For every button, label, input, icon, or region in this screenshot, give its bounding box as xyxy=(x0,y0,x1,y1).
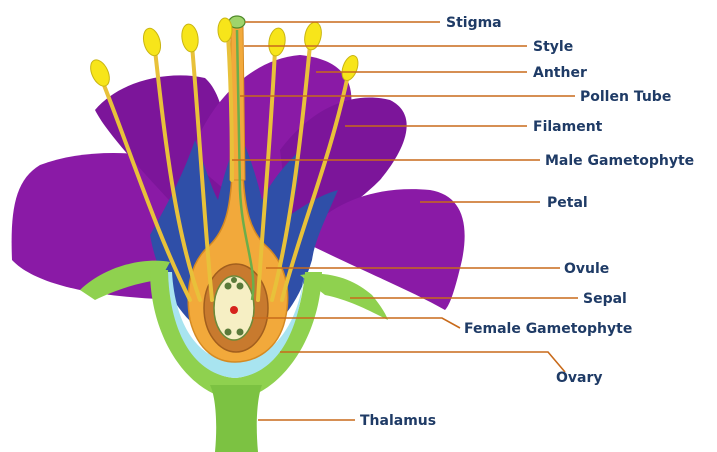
label-female-gametophyte: Female Gametophyte xyxy=(464,321,632,337)
label-ovary: Ovary xyxy=(556,370,603,386)
label-anther: Anther xyxy=(533,65,587,81)
label-style: Style xyxy=(533,39,573,55)
leader-ovary xyxy=(280,352,565,372)
label-petal: Petal xyxy=(547,195,588,211)
egg-cell xyxy=(225,329,232,336)
label-thalamus: Thalamus xyxy=(360,413,436,429)
label-stigma: Stigma xyxy=(446,15,502,31)
anther-5 xyxy=(267,27,287,57)
central-nucleus xyxy=(230,306,238,314)
antipodal-cell-3 xyxy=(231,277,237,283)
anther-3 xyxy=(180,23,200,53)
synergid-cell xyxy=(237,329,244,336)
label-filament: Filament xyxy=(533,119,603,135)
label-male-gametophyte: Male Gametophyte xyxy=(545,153,694,169)
antipodal-cell-1 xyxy=(225,283,232,290)
label-ovule: Ovule xyxy=(564,261,609,277)
antipodal-cell-2 xyxy=(237,283,244,290)
thalamus xyxy=(210,385,262,452)
anther-2 xyxy=(141,26,164,57)
anther-4 xyxy=(218,18,232,42)
label-pollen-tube: Pollen Tube xyxy=(580,89,671,105)
anther-1 xyxy=(87,57,113,89)
label-sepal: Sepal xyxy=(583,291,627,307)
